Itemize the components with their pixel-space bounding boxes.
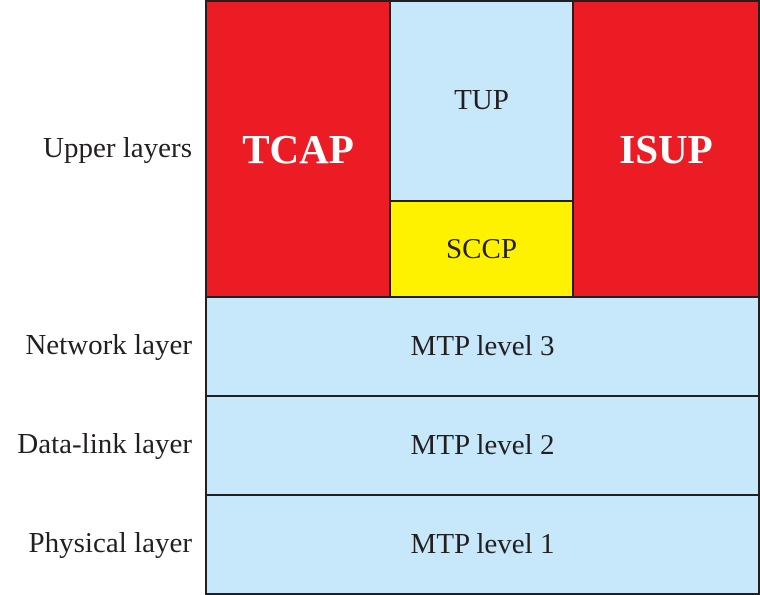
label-physical-layer: Physical layer xyxy=(28,527,192,559)
sccp-label: SCCP xyxy=(446,232,517,265)
tup-block: TUP xyxy=(389,0,574,202)
tcap-label: TCAP xyxy=(242,126,354,172)
mtp-level-2-block: MTP level 2 xyxy=(205,395,760,496)
label-network-layer: Network layer xyxy=(25,329,192,361)
label-datalink-layer: Data-link layer xyxy=(17,428,192,460)
label-upper-layers: Upper layers xyxy=(43,132,192,164)
isup-block: ISUP xyxy=(572,0,760,298)
mtp-level-3-label: MTP level 3 xyxy=(410,330,555,362)
tup-label: TUP xyxy=(454,84,509,116)
mtp-level-1-label: MTP level 1 xyxy=(410,528,555,560)
isup-label: ISUP xyxy=(619,126,713,172)
mtp-level-1-block: MTP level 1 xyxy=(205,494,760,595)
mtp-level-2-label: MTP level 2 xyxy=(410,429,555,461)
sccp-block: SCCP xyxy=(389,200,574,298)
tcap-block: TCAP xyxy=(205,0,391,298)
mtp-level-3-block: MTP level 3 xyxy=(205,296,760,397)
